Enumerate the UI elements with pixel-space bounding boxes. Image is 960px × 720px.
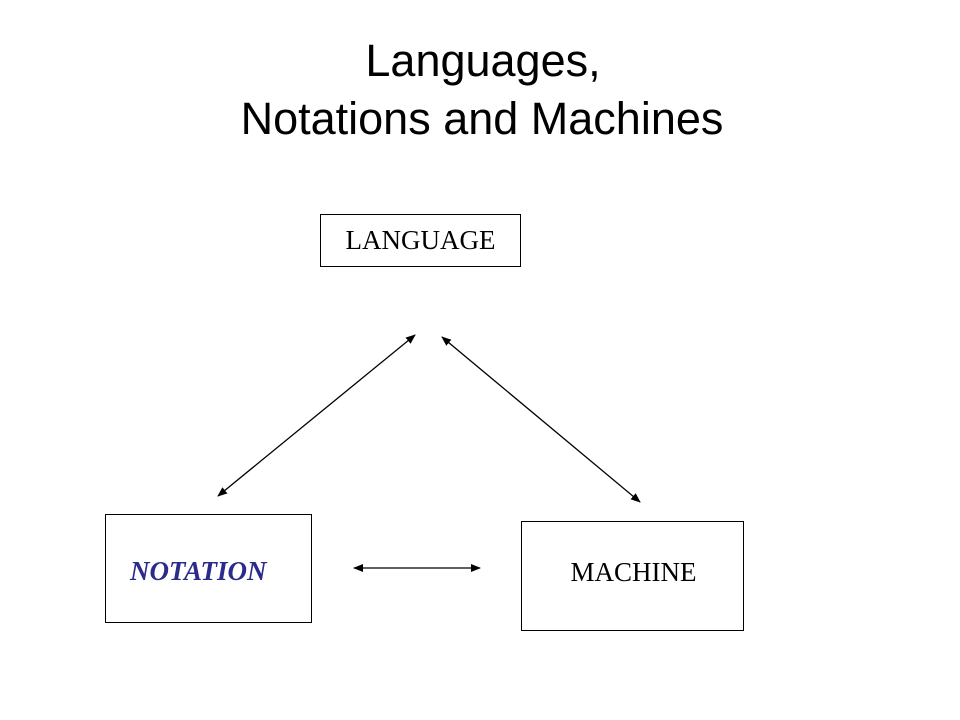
slide-title: Languages, Notations and Machines — [0, 32, 960, 148]
language-label: LANGUAGE — [345, 225, 496, 255]
machine-label: MACHINE — [570, 556, 697, 587]
notation-label: NOTATION — [130, 556, 267, 586]
language-machine-arrow — [441, 336, 641, 503]
language-box: LANGUAGE — [320, 214, 521, 267]
title-line-1: Languages, — [365, 35, 601, 86]
notation-box: NOTATION — [105, 514, 312, 623]
title-line-2: Notations and Machines — [240, 93, 724, 144]
machine-box: MACHINE — [521, 521, 744, 631]
language-notation-arrow — [217, 334, 416, 497]
